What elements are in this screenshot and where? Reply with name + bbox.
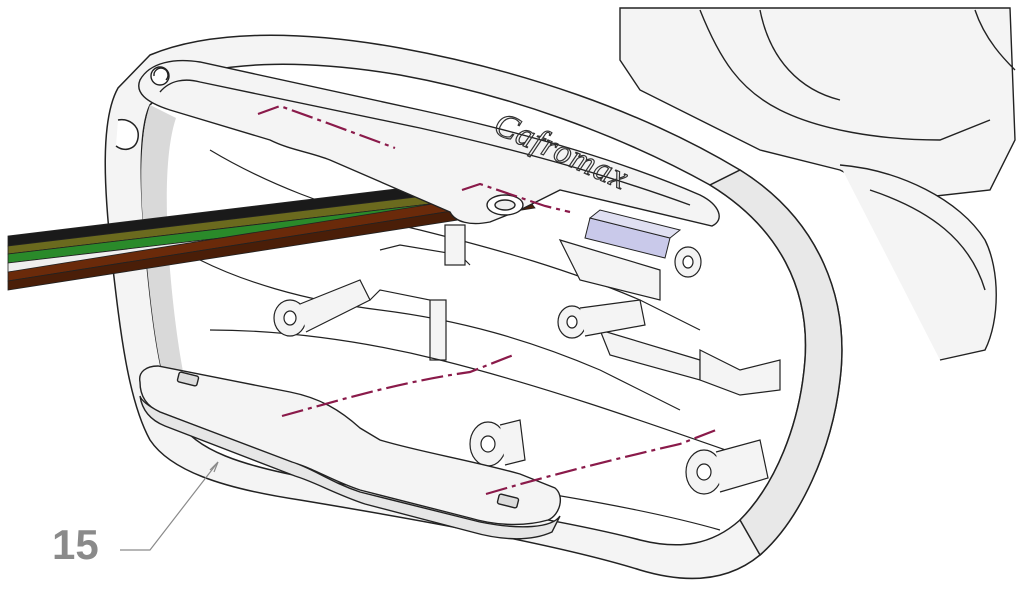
- top-strap: [138, 59, 720, 227]
- tray-clip-left: [176, 371, 200, 387]
- wire-bundle: [7, 179, 536, 291]
- wire-dark-brown: [7, 198, 536, 291]
- sensor-component: [584, 209, 682, 259]
- boss-lower-right: [685, 439, 769, 495]
- boss-mid-right: [557, 299, 646, 339]
- boss-center: [469, 419, 526, 467]
- section-line-top-right: [461, 182, 571, 214]
- boss-upper-left: [273, 279, 371, 337]
- section-line-top-left: [257, 104, 396, 150]
- tray-clip-right: [496, 493, 520, 509]
- bottom-tray: [139, 365, 562, 540]
- callout-number: 15: [52, 521, 99, 568]
- machine-body: [619, 7, 1016, 361]
- screw-bosses: [273, 121, 769, 495]
- boss-upper-right: [674, 246, 702, 278]
- interior-walls: [199, 149, 781, 531]
- section-lines: [257, 104, 717, 496]
- section-line-bottom-2: [485, 428, 717, 496]
- section-line-bottom-1: [281, 352, 517, 418]
- callout-leader: [120, 461, 219, 551]
